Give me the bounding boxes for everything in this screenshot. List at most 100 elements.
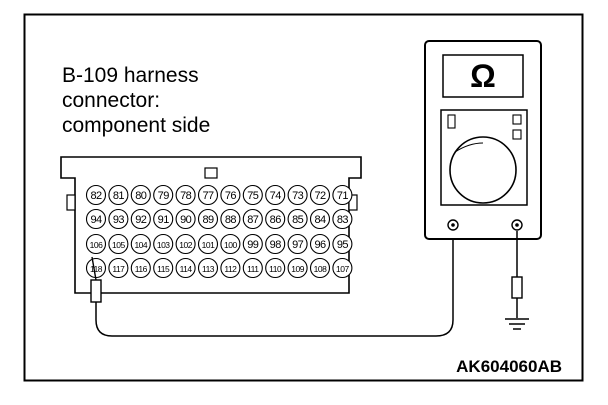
terminal-label: 90 xyxy=(180,214,192,226)
terminal-89: 89 xyxy=(197,208,219,230)
terminal-label: 93 xyxy=(113,214,125,226)
terminal-110: 110 xyxy=(265,257,286,279)
terminal-circle xyxy=(287,233,308,255)
terminal-label: 110 xyxy=(269,264,282,274)
terminal-99: 99 xyxy=(242,233,263,255)
ground-symbol-icon xyxy=(505,318,529,330)
terminal-label: 96 xyxy=(314,239,326,251)
terminal-label: 115 xyxy=(157,264,170,274)
ohm-symbol-icon: Ω xyxy=(470,58,496,94)
connector-latch xyxy=(204,167,218,179)
terminal-94: 94 xyxy=(85,208,107,230)
terminal-circle xyxy=(242,233,263,255)
terminal-circle xyxy=(265,233,286,255)
terminal-circle xyxy=(85,208,107,230)
terminal-73: 73 xyxy=(287,184,308,206)
terminal-76: 76 xyxy=(220,184,241,206)
terminal-circle xyxy=(265,257,286,279)
terminal-79: 79 xyxy=(153,184,174,206)
terminal-circle xyxy=(332,233,353,255)
terminal-label: 82 xyxy=(90,190,102,202)
ground-lead xyxy=(505,231,529,330)
terminal-label: 104 xyxy=(134,240,147,250)
terminal-105: 105 xyxy=(108,233,129,255)
terminal-label: 117 xyxy=(112,264,125,274)
terminal-label: 105 xyxy=(112,240,125,250)
terminal-circle xyxy=(287,208,308,230)
terminal-circle xyxy=(242,257,263,279)
terminal-label: 77 xyxy=(202,190,214,202)
terminal-circle xyxy=(332,184,353,206)
terminal-88: 88 xyxy=(220,208,241,230)
terminal-label: 109 xyxy=(291,264,304,274)
terminal-82: 82 xyxy=(85,184,107,206)
terminal-circle xyxy=(197,233,219,255)
terminal-circle xyxy=(287,257,308,279)
mode-indicator-right-top xyxy=(512,114,522,125)
terminal-circle xyxy=(220,257,241,279)
terminal-86: 86 xyxy=(265,208,286,230)
terminal-label: 78 xyxy=(180,190,192,202)
probe-jack-left-center xyxy=(451,223,455,227)
terminal-circle xyxy=(130,184,151,206)
terminal-circle xyxy=(197,257,219,279)
terminal-label: 89 xyxy=(202,214,214,226)
terminal-83: 83 xyxy=(332,208,353,230)
terminal-label: 86 xyxy=(270,214,282,226)
terminal-circle xyxy=(175,233,196,255)
ground-probe-body xyxy=(511,276,523,299)
terminal-85: 85 xyxy=(287,208,308,230)
terminal-label: 72 xyxy=(314,190,326,202)
connector-key-left xyxy=(66,194,76,211)
terminal-label: 118 xyxy=(90,264,103,274)
terminal-circle xyxy=(108,233,129,255)
terminal-circle xyxy=(309,233,331,255)
terminal-circle xyxy=(265,184,286,206)
terminal-label: 101 xyxy=(202,240,215,250)
terminal-label: 95 xyxy=(337,239,349,251)
terminal-93: 93 xyxy=(108,208,129,230)
ohmmeter: Ω xyxy=(424,40,542,240)
terminal-label: 73 xyxy=(292,190,304,202)
terminal-107: 107 xyxy=(332,257,353,279)
terminal-label: 107 xyxy=(336,264,349,274)
probe-tip xyxy=(91,256,97,281)
probe-lead-wire xyxy=(95,227,454,337)
figure-code: AK604060AB xyxy=(456,357,562,376)
terminal-label: 88 xyxy=(225,214,237,226)
terminal-92: 92 xyxy=(130,208,151,230)
terminal-78: 78 xyxy=(175,184,196,206)
terminal-label: 103 xyxy=(157,240,170,250)
terminal-circle xyxy=(242,184,263,206)
terminal-label: 100 xyxy=(224,240,237,250)
terminal-circle xyxy=(175,208,196,230)
terminal-115: 115 xyxy=(153,257,174,279)
terminal-label: 108 xyxy=(314,264,327,274)
terminal-circle xyxy=(287,184,308,206)
terminal-circle xyxy=(265,208,286,230)
terminal-label: 79 xyxy=(158,190,170,202)
terminal-label: 71 xyxy=(337,190,349,202)
terminal-label: 74 xyxy=(270,190,282,202)
terminal-114: 114 xyxy=(175,257,196,279)
terminal-84: 84 xyxy=(309,208,331,230)
terminal-label: 116 xyxy=(135,264,148,274)
terminal-98: 98 xyxy=(265,233,286,255)
terminal-77: 77 xyxy=(197,184,219,206)
terminal-circle xyxy=(130,257,151,279)
terminal-71: 71 xyxy=(332,184,353,206)
terminal-circle xyxy=(332,208,353,230)
terminal-label: 97 xyxy=(292,239,304,251)
terminal-103: 103 xyxy=(153,233,174,255)
terminal-112: 112 xyxy=(220,257,241,279)
terminal-circle xyxy=(197,184,219,206)
terminal-circle xyxy=(130,208,151,230)
terminal-label: 80 xyxy=(135,190,147,202)
terminal-label: 106 xyxy=(90,240,103,250)
terminal-circle xyxy=(175,257,196,279)
terminal-108: 108 xyxy=(309,257,331,279)
caption-line-3: component side xyxy=(62,114,210,137)
terminal-116: 116 xyxy=(130,257,151,279)
